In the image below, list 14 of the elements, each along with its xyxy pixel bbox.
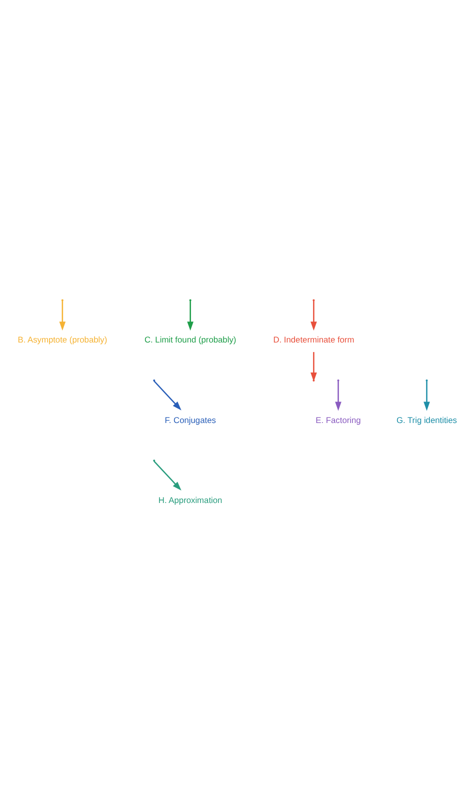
node-text: G. Trig identities	[396, 414, 458, 425]
arrow	[310, 301, 317, 331]
arrow	[424, 381, 430, 411]
node-text: D. Indeterminate form	[273, 334, 354, 345]
node-text: B. Asymptote (probably)	[18, 334, 108, 345]
node-text: C. Limit found (probably)	[144, 334, 236, 345]
arrow	[59, 301, 66, 331]
node-text: H. Approximation	[158, 494, 222, 505]
node-text: E. Factoring	[316, 414, 361, 425]
arrow	[154, 461, 182, 491]
arrow	[335, 381, 342, 411]
arrow	[187, 301, 194, 331]
arrow	[154, 380, 182, 410]
node-text: F. Conjugates	[164, 414, 216, 425]
